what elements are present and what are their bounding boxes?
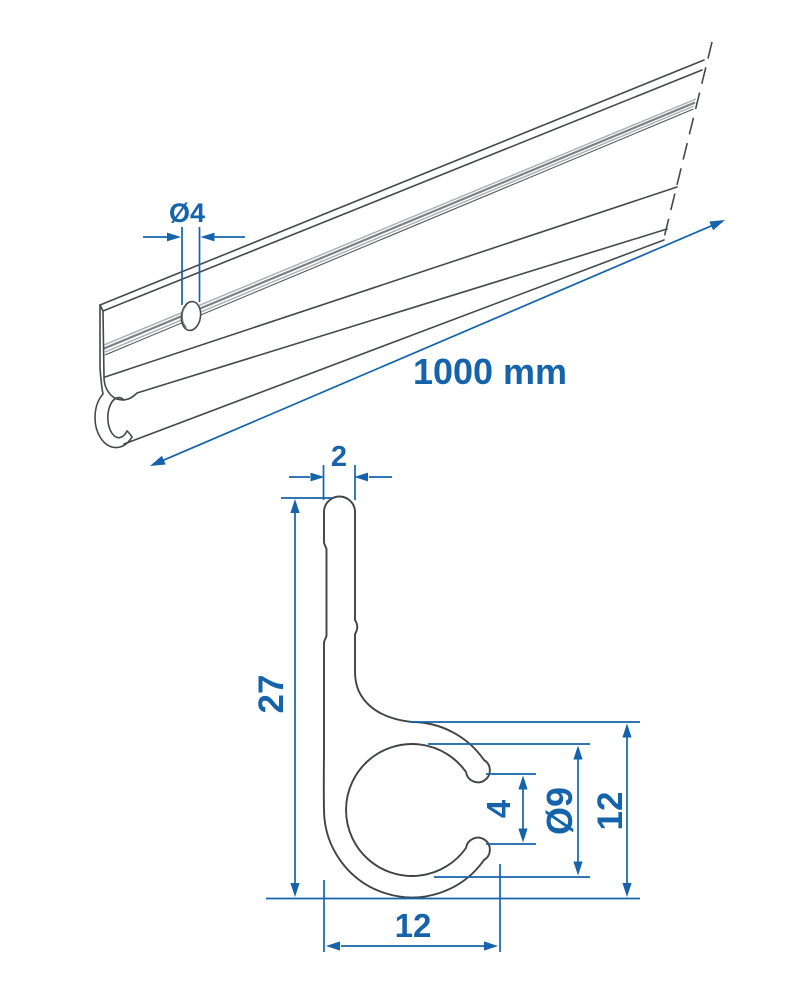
arrow-up-icon: [518, 775, 528, 790]
arrow-up-right-icon: [709, 220, 725, 231]
slot-opening-label: 4: [480, 799, 517, 818]
arrow-down-icon: [573, 861, 583, 876]
hook-width-dimension: 12: [323, 864, 501, 952]
rail-top-outer-edge: [99, 59, 705, 306]
rail-groove-line-2: [103, 101, 696, 350]
rail-break-cut-line: [662, 41, 713, 243]
screw-hole: [180, 300, 202, 332]
arrow-up-icon: [573, 745, 583, 760]
length-dimension: 1000 mm: [150, 220, 725, 466]
rail-end-bore: [107, 396, 128, 439]
height-label: 27: [252, 675, 291, 714]
hook-height-dimension: 12: [410, 721, 640, 897]
slot-opening-dimension: 4: [480, 773, 536, 845]
hook-width-label: 12: [395, 907, 432, 944]
length-label: 1000 mm: [413, 351, 567, 392]
rail-end-silhouette: [94, 304, 133, 449]
height-dimension: 27: [252, 497, 332, 897]
profile-cross-section: [322, 495, 491, 899]
arrow-left-icon: [200, 232, 215, 242]
rail-groove-line-1: [103, 98, 697, 346]
hole-diameter-label: Ø4: [169, 198, 205, 228]
rail-end-flare-and-tube-top: [102, 228, 668, 401]
bore-diameter-label: Ø9: [539, 787, 580, 835]
arrow-up-icon: [290, 499, 300, 513]
arrow-right-icon: [167, 232, 181, 242]
arrow-down-left-icon: [150, 455, 166, 466]
arrow-down-icon: [622, 883, 632, 897]
profile-outline: [322, 495, 491, 899]
wall-thickness-label: 2: [331, 441, 347, 473]
arrow-left-icon: [326, 941, 340, 951]
screw-hole-rim: [181, 305, 187, 328]
rail-tube-bottom-line: [123, 239, 665, 445]
bore-diameter-dimension: Ø9: [428, 743, 590, 878]
rail-groove-line-3: [104, 105, 695, 353]
hole-diameter-dimension: Ø4: [143, 198, 245, 305]
arrow-down-icon: [290, 883, 300, 897]
hook-height-label: 12: [591, 792, 630, 831]
rail-top-inner-edge: [102, 69, 703, 312]
arrow-right-icon: [310, 472, 325, 482]
arrow-right-icon: [484, 941, 498, 951]
rail-bend-line: [104, 186, 678, 378]
arrow-up-icon: [622, 723, 632, 738]
rail-groove-line-4: [104, 108, 694, 356]
wall-thickness-dimension: 2: [289, 441, 392, 500]
rail-perspective-view: [94, 41, 713, 449]
arrow-down-icon: [518, 828, 528, 843]
arrow-left-icon: [354, 472, 368, 482]
rail-end-slot-tip: [126, 430, 133, 438]
